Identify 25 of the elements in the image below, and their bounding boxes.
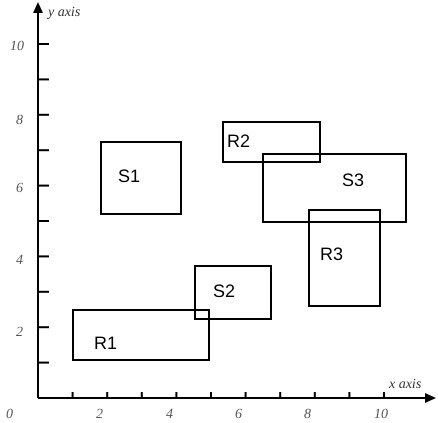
tick-label: 2 (96, 406, 103, 423)
tick-label: 10 (374, 406, 388, 423)
tick-label: 8 (304, 406, 311, 423)
rectangle (72, 309, 210, 361)
rectangle (100, 141, 182, 215)
axis-label: y axis (48, 4, 80, 22)
rectangle-label: R2 (227, 132, 250, 150)
tick-label: 10 (10, 38, 24, 56)
tick-label: 8 (16, 112, 23, 130)
tick-label: 6 (235, 406, 242, 423)
tick-label: 2 (16, 324, 23, 342)
tick-label: 4 (166, 406, 173, 423)
rectangle-label: S2 (213, 282, 236, 300)
rectangle-label: R3 (320, 245, 344, 263)
axis-label: x axis (389, 376, 422, 394)
rectangle-label: S3 (342, 171, 364, 189)
rectangle (262, 153, 407, 223)
rectangle-label: S1 (118, 167, 140, 185)
tick-label: 0 (6, 406, 13, 423)
rectangle (194, 265, 272, 320)
rectangle (308, 209, 381, 307)
tick-label: 4 (16, 252, 23, 270)
tick-label: 6 (16, 180, 23, 198)
rectangle (222, 121, 321, 163)
rectangle-label: R1 (94, 334, 118, 352)
